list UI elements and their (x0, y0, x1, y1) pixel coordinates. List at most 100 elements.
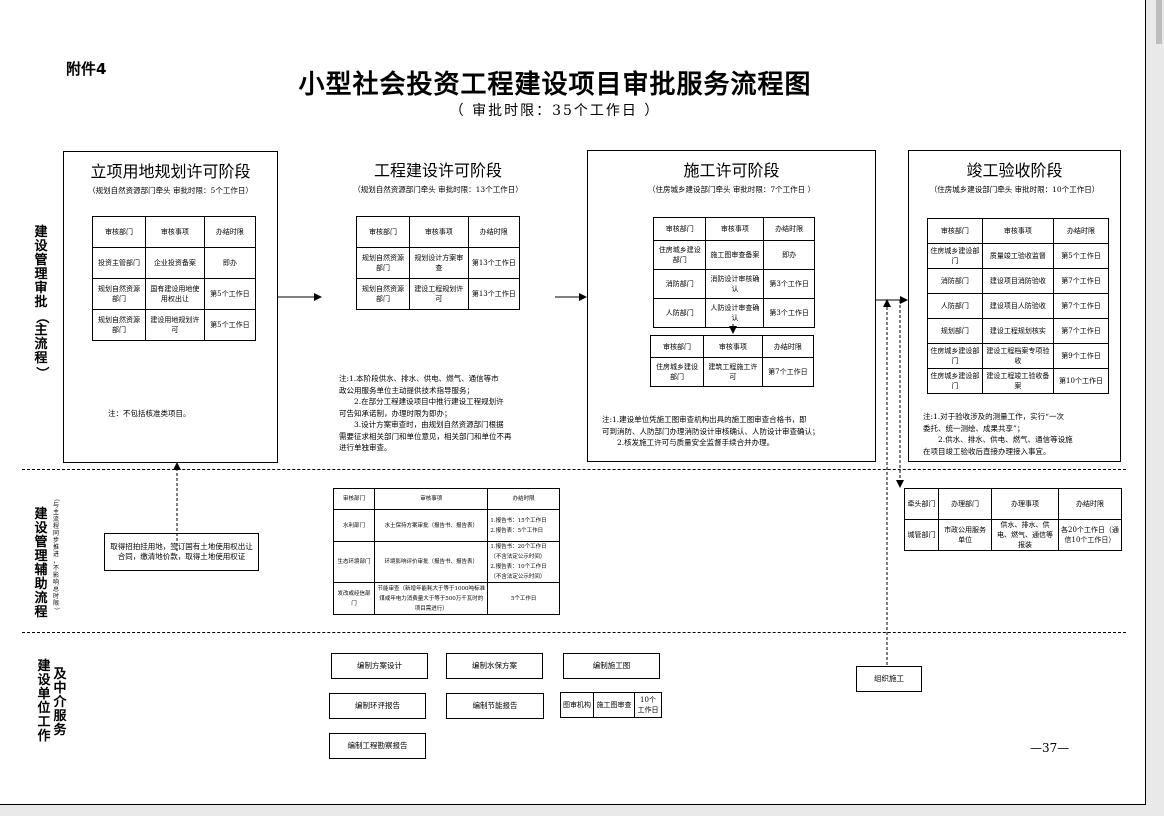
table-row: 规划自然资源部门国有建设用地使用权出让第5个工作日 (91, 278, 257, 310)
table-row: 规划自然资源部门建设用地规划许可第5个工作日 (91, 309, 257, 341)
header-cell: 审核事项 (981, 218, 1055, 244)
table-cell: 第3个工作日 (763, 298, 815, 328)
table-cell: 消防设计审核确认 (705, 269, 765, 299)
table-cell: 第5个工作日 (203, 309, 257, 341)
header-cell: 办理事项 (991, 488, 1059, 520)
viewer-background-right (1146, 0, 1164, 816)
table-row: 规划自然资源部门规划设计方案审查第13个工作日 (355, 247, 521, 279)
table-cell: 发改或经信部门 (332, 582, 376, 615)
side-label-aux-note: （与主流程同步推进，不影响总时限） (52, 495, 60, 614)
header-cell: 审核部门 (332, 488, 376, 510)
table-cell: 人防部门 (652, 298, 707, 328)
stage-lead: （规划自然资源部门牵头 审批时限：5个工作日） (88, 186, 253, 195)
table-cell: 规划设计方案审查 (409, 247, 469, 279)
table-cell: 人防部门 (927, 293, 983, 319)
table-cell: 第13个工作日 (467, 247, 521, 279)
attachment-label: 附件4 (66, 60, 107, 78)
note-line: 委托、统一测绘、成果共享”； (923, 423, 1025, 433)
table-row: 人防部门建设项目人防验收第7个工作日 (927, 293, 1109, 319)
stage-title: 施工许可阶段 (683, 161, 780, 180)
note-line: 注:1.本阶段供水、排水、供电、燃气、通信等市 (339, 374, 499, 383)
organize-construction-box: 组织施工 (856, 666, 922, 692)
land-acquisition-box: 取得招拍挂用地，签订国有土地使用权出让合同，缴清地价款，取得土地使用权证 (104, 533, 259, 571)
note-line: 可到消防、人防部门办理消防设计审核确认、人防设计审查确认； (602, 426, 820, 436)
eia-report-box: 编制环评报告 (329, 693, 426, 719)
table-cell: 城管部门 (904, 519, 939, 551)
stage-project-land-planning: 立项用地规划许可阶段 （规划自然资源部门牵头 审批时限：5个工作日） 审核部门审… (63, 151, 278, 463)
table-cell: 第7个工作日 (761, 357, 815, 387)
page-subtitle: （ 审批时限：35个工作日 ） (449, 103, 661, 119)
header-cell: 审核部门 (355, 216, 411, 248)
table-header-row: 审核部门审核事项办结时限 (91, 216, 257, 248)
table-cell: 节能审查（新增年能耗大于等于1000吨标准煤或年电力消费量大于等于500万千瓦时… (374, 582, 489, 615)
side-label-unit-work: 建设单位工作 (37, 659, 51, 744)
energy-report-box: 编制节能报告 (446, 693, 544, 719)
table-row: 住房城乡建设部门建筑工程施工许可第7个工作日 (649, 357, 815, 387)
note-line: 2.核发施工许可与质量安全监督手续合并办理。 (602, 438, 775, 447)
note-line: 3.设计方案审查时，由规划自然资源部门根据 (339, 420, 504, 429)
table-cell: 建设工程档案专项验收 (981, 343, 1055, 369)
table-row: 消防部门消防设计审核确认第3个工作日 (652, 269, 815, 299)
utility-connection-table: 牵头部门办理部门办理事项办结时限城管部门市政公用服务单位供水、排水、供电、燃气、… (904, 488, 1123, 551)
table-cell: 第13个工作日 (467, 278, 521, 310)
stage-lead: （住房城乡建设部门牵头 审批时限：7个工作日 ） (647, 185, 816, 194)
table-row: 城管部门市政公用服务单位供水、排水、供电、燃气、通信等报装各20个工作日（通信1… (904, 519, 1123, 551)
table-header-row: 审核部门审核事项办结时限 (355, 216, 521, 248)
stage-note: 注:1.本阶段供水、排水、供电、燃气、通信等市政公用服务单位主动提供技术指导服务… (339, 373, 561, 454)
band-separator-2 (22, 632, 1126, 633)
table-row: 规划自然资源部门建设工程规划许可第13个工作日 (355, 278, 521, 310)
construction-drawing-box: 编制施工图 (563, 653, 660, 679)
approval-table: 审核部门审核事项办结时限投资主管部门企业投资备案即办规划自然资源部门国有建设用地… (91, 216, 257, 341)
note-line: 2.供水、排水、供电、燃气、通信等设施 (923, 435, 1073, 444)
soil-conservation-plan-box: 编制水保方案 (446, 653, 543, 679)
table-cell: 施工图审查备案 (705, 240, 765, 270)
note-line: 需要征求相关部门和单位意见，相关部门和单位不再 (339, 431, 512, 441)
table-row: 住房城乡建设部门施工图审查备案即办 (652, 240, 815, 270)
table-cell: 即办 (203, 247, 257, 279)
stage-note: 注:1.建设单位凭施工图审查机构出具的施工图审查合格书，即可到消防、人防部门办理… (602, 414, 872, 449)
header-cell: 审核事项 (409, 216, 469, 248)
side-label-intermediary: 及中介服务 (53, 667, 67, 738)
note-line: 可告知承诺制，办理时限为即办； (339, 408, 452, 418)
table-cell: 建设项目消防验收 (981, 268, 1055, 294)
table-cell: 市政公用服务单位 (937, 519, 993, 551)
table-cell: 第10个工作日 (1053, 368, 1109, 394)
table-cell: 建设工程竣工验收备案 (981, 368, 1055, 394)
table-header-row: 审核部门审核事项办结时限 (652, 217, 815, 241)
table-cell: 第5个工作日 (1053, 243, 1109, 269)
note-line: 政公用服务单位主动提供技术指导服务； (339, 385, 474, 395)
table-cell: 5个工作日 (487, 582, 560, 615)
page-title: 小型社会投资工程建设项目审批服务流程图 (298, 70, 812, 100)
stage-note: 注:1.对于验收涉及的测量工作，实行“一次委托、统一测绘、成果共享”； 2.供水… (923, 411, 1119, 457)
table-cell: 建筑工程施工许可 (703, 357, 763, 387)
table-row: 发改或经信部门节能审查（新增年能耗大于等于1000吨标准煤或年电力消费量大于等于… (332, 582, 560, 615)
table-cell: 即办 (763, 240, 815, 270)
stage-lead: （规划自然资源部门牵头 审批时限：13个工作日） (353, 185, 523, 194)
side-label-main: 建设管理审批（主流程） (34, 225, 49, 380)
header-cell: 审核部门 (91, 216, 147, 248)
approval-table: 审核部门审核事项办结时限住房城乡建设部门施工图审查备案即办消防部门消防设计审核确… (652, 217, 815, 328)
stage-construction-permit: 施工许可阶段 （住房城乡建设部门牵头 审批时限：7个工作日 ） 审核部门审核事项… (587, 150, 876, 462)
approval-table: 审核部门审核事项办结时限规划自然资源部门规划设计方案审查第13个工作日规划自然资… (355, 216, 521, 310)
approval-table: 审核部门审核事项办结时限住房城乡建设部门质量竣工验收监督第5个工作日消防部门建设… (927, 218, 1109, 394)
permit-table: 审核部门审核事项办结时限住房城乡建设部门建筑工程施工许可第7个工作日 (649, 335, 815, 387)
table-cell: 生态环境部门 (332, 541, 376, 583)
table-header-row: 审核部门审核事项办结时限 (927, 218, 1109, 244)
header-cell: 审核事项 (145, 216, 205, 248)
table-cell: 1.报告书：20个工作日（不含法定公示时间）2.报告表：10个工作日（不含法定公… (487, 541, 560, 583)
stage-title: 立项用地规划许可阶段 (90, 162, 251, 181)
note-line: 在项目竣工验收后直接办理接入事宜。 (923, 446, 1051, 456)
table-cell: 住房城乡建设部门 (652, 240, 707, 270)
survey-report-box: 编制工程勘察报告 (329, 733, 426, 759)
table-cell: 第9个工作日 (1053, 343, 1109, 369)
table-cell: 环境影响评价审批（报告书、报告表） (374, 541, 489, 583)
scrollbar-thumb[interactable] (1156, 0, 1162, 44)
stage-lead: （住房城乡建设部门牵头 审批时限：10个工作日） (929, 185, 1100, 194)
table-cell: 规划自然资源部门 (91, 309, 147, 341)
table-cell: 第7个工作日 (1053, 318, 1109, 344)
band-separator-1 (22, 469, 1126, 470)
header-cell: 办结时限 (467, 216, 521, 248)
table-row: 人防部门人防设计审查确认第3个工作日 (652, 298, 815, 328)
table-cell: 第7个工作日 (1053, 268, 1109, 294)
